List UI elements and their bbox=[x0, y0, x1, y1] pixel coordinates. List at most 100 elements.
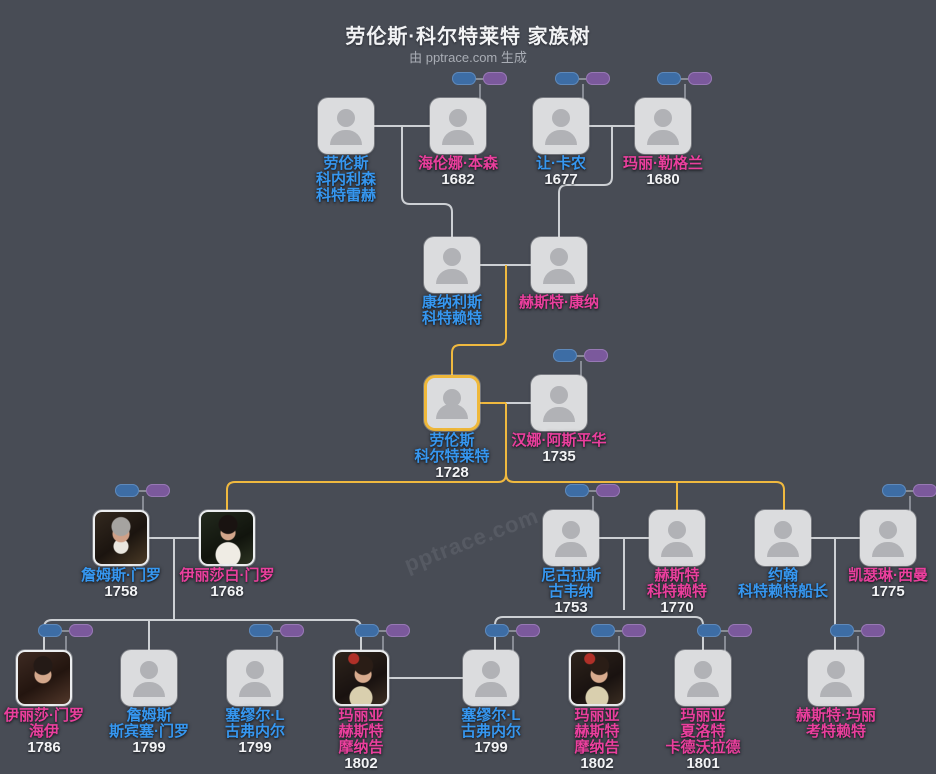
collapsed-relatives-toggle[interactable] bbox=[565, 484, 620, 511]
male-pill-icon[interactable] bbox=[485, 624, 509, 637]
collapsed-relatives-toggle[interactable] bbox=[355, 624, 410, 651]
collapsed-relatives-toggle[interactable] bbox=[452, 72, 507, 99]
person-avatar[interactable] bbox=[463, 650, 519, 706]
female-pill-icon[interactable] bbox=[688, 72, 712, 85]
collapsed-relatives-toggle[interactable] bbox=[553, 349, 608, 376]
person-avatar[interactable] bbox=[675, 650, 731, 706]
person-name-line: 摩纳告 bbox=[338, 739, 384, 756]
male-pill-icon[interactable] bbox=[553, 349, 577, 362]
portrait-photo[interactable] bbox=[16, 650, 72, 706]
male-pill-icon[interactable] bbox=[452, 72, 476, 85]
female-pill-icon[interactable] bbox=[584, 349, 608, 362]
person-name-line: 赫斯特·康纳 bbox=[519, 294, 599, 311]
person-silhouette-icon bbox=[872, 542, 904, 557]
birth-year: 1770 bbox=[660, 599, 694, 616]
female-pill-icon[interactable] bbox=[483, 72, 507, 85]
female-pill-icon[interactable] bbox=[861, 624, 885, 637]
collapsed-relatives-toggle[interactable] bbox=[38, 624, 93, 651]
person-avatar[interactable] bbox=[424, 237, 480, 293]
male-pill-icon[interactable] bbox=[882, 484, 906, 497]
person-avatar[interactable] bbox=[533, 98, 589, 154]
male-pill-icon[interactable] bbox=[830, 624, 854, 637]
portrait-photo[interactable] bbox=[93, 510, 149, 566]
female-pill-icon[interactable] bbox=[622, 624, 646, 637]
person-avatar[interactable] bbox=[808, 650, 864, 706]
person-avatar[interactable] bbox=[430, 98, 486, 154]
person-avatar[interactable] bbox=[424, 375, 480, 431]
person-card-cornelius-kortright[interactable]: 康纳利斯科特赖特 bbox=[422, 237, 482, 327]
female-pill-icon[interactable] bbox=[586, 72, 610, 85]
collapsed-relatives-toggle[interactable] bbox=[249, 624, 304, 651]
person-card-hester-mary-kortright[interactable]: 赫斯特·玛丽考特赖特 bbox=[796, 624, 885, 740]
person-avatar[interactable] bbox=[531, 237, 587, 293]
pill-link-line bbox=[379, 629, 386, 632]
person-avatar[interactable] bbox=[649, 510, 705, 566]
person-avatar[interactable] bbox=[318, 98, 374, 154]
collapsed-relatives-toggle[interactable] bbox=[657, 72, 712, 99]
male-pill-icon[interactable] bbox=[115, 484, 139, 497]
male-pill-icon[interactable] bbox=[249, 624, 273, 637]
male-pill-icon[interactable] bbox=[355, 624, 379, 637]
portrait-photo[interactable] bbox=[199, 510, 255, 566]
collapsed-relatives-toggle[interactable] bbox=[882, 484, 936, 511]
person-name-line: 卡德沃拉德 bbox=[665, 739, 741, 756]
person-avatar[interactable] bbox=[121, 650, 177, 706]
person-avatar[interactable] bbox=[755, 510, 811, 566]
person-name-line: 科尔特莱特 bbox=[414, 448, 490, 465]
female-pill-icon[interactable] bbox=[146, 484, 170, 497]
person-avatar[interactable] bbox=[543, 510, 599, 566]
female-pill-icon[interactable] bbox=[280, 624, 304, 637]
female-pill-icon[interactable] bbox=[728, 624, 752, 637]
male-pill-icon[interactable] bbox=[38, 624, 62, 637]
female-pill-icon[interactable] bbox=[913, 484, 936, 497]
person-avatar[interactable] bbox=[227, 650, 283, 706]
collapsed-relatives-toggle[interactable] bbox=[555, 72, 610, 99]
male-pill-icon[interactable] bbox=[565, 484, 589, 497]
male-pill-icon[interactable] bbox=[657, 72, 681, 85]
collapsed-relatives-toggle[interactable] bbox=[485, 624, 540, 651]
pill-link-line bbox=[273, 629, 280, 632]
female-pill-icon[interactable] bbox=[386, 624, 410, 637]
collapsed-relatives-toggle[interactable] bbox=[830, 624, 885, 651]
pill-link-line bbox=[854, 629, 861, 632]
male-pill-icon[interactable] bbox=[697, 624, 721, 637]
male-pill-icon[interactable] bbox=[555, 72, 579, 85]
portrait-photo[interactable] bbox=[333, 650, 389, 706]
birth-year: 1802 bbox=[580, 755, 614, 772]
female-pill-icon[interactable] bbox=[69, 624, 93, 637]
person-silhouette-icon bbox=[337, 109, 355, 127]
female-pill-icon[interactable] bbox=[516, 624, 540, 637]
person-label: 约翰科特赖特船长 bbox=[708, 568, 858, 600]
male-pill-icon[interactable] bbox=[591, 624, 615, 637]
collapsed-relatives-toggle[interactable] bbox=[591, 624, 646, 651]
portrait-photo[interactable] bbox=[569, 650, 625, 706]
person-card-laurens-cornelissen[interactable]: 劳伦斯科内利森科特雷赫 bbox=[316, 98, 376, 204]
female-pill-icon[interactable] bbox=[596, 484, 620, 497]
person-silhouette-icon bbox=[668, 521, 686, 539]
person-card-john-kortright[interactable]: 约翰科特赖特船长 bbox=[738, 510, 828, 600]
person-avatar[interactable] bbox=[860, 510, 916, 566]
person-avatar[interactable] bbox=[635, 98, 691, 154]
person-avatar[interactable] bbox=[531, 375, 587, 431]
person-card-hester-cannon[interactable]: 赫斯特·康纳 bbox=[519, 237, 599, 311]
collapsed-relatives-toggle[interactable] bbox=[697, 624, 752, 651]
collapsed-relatives-toggle[interactable] bbox=[115, 484, 170, 511]
